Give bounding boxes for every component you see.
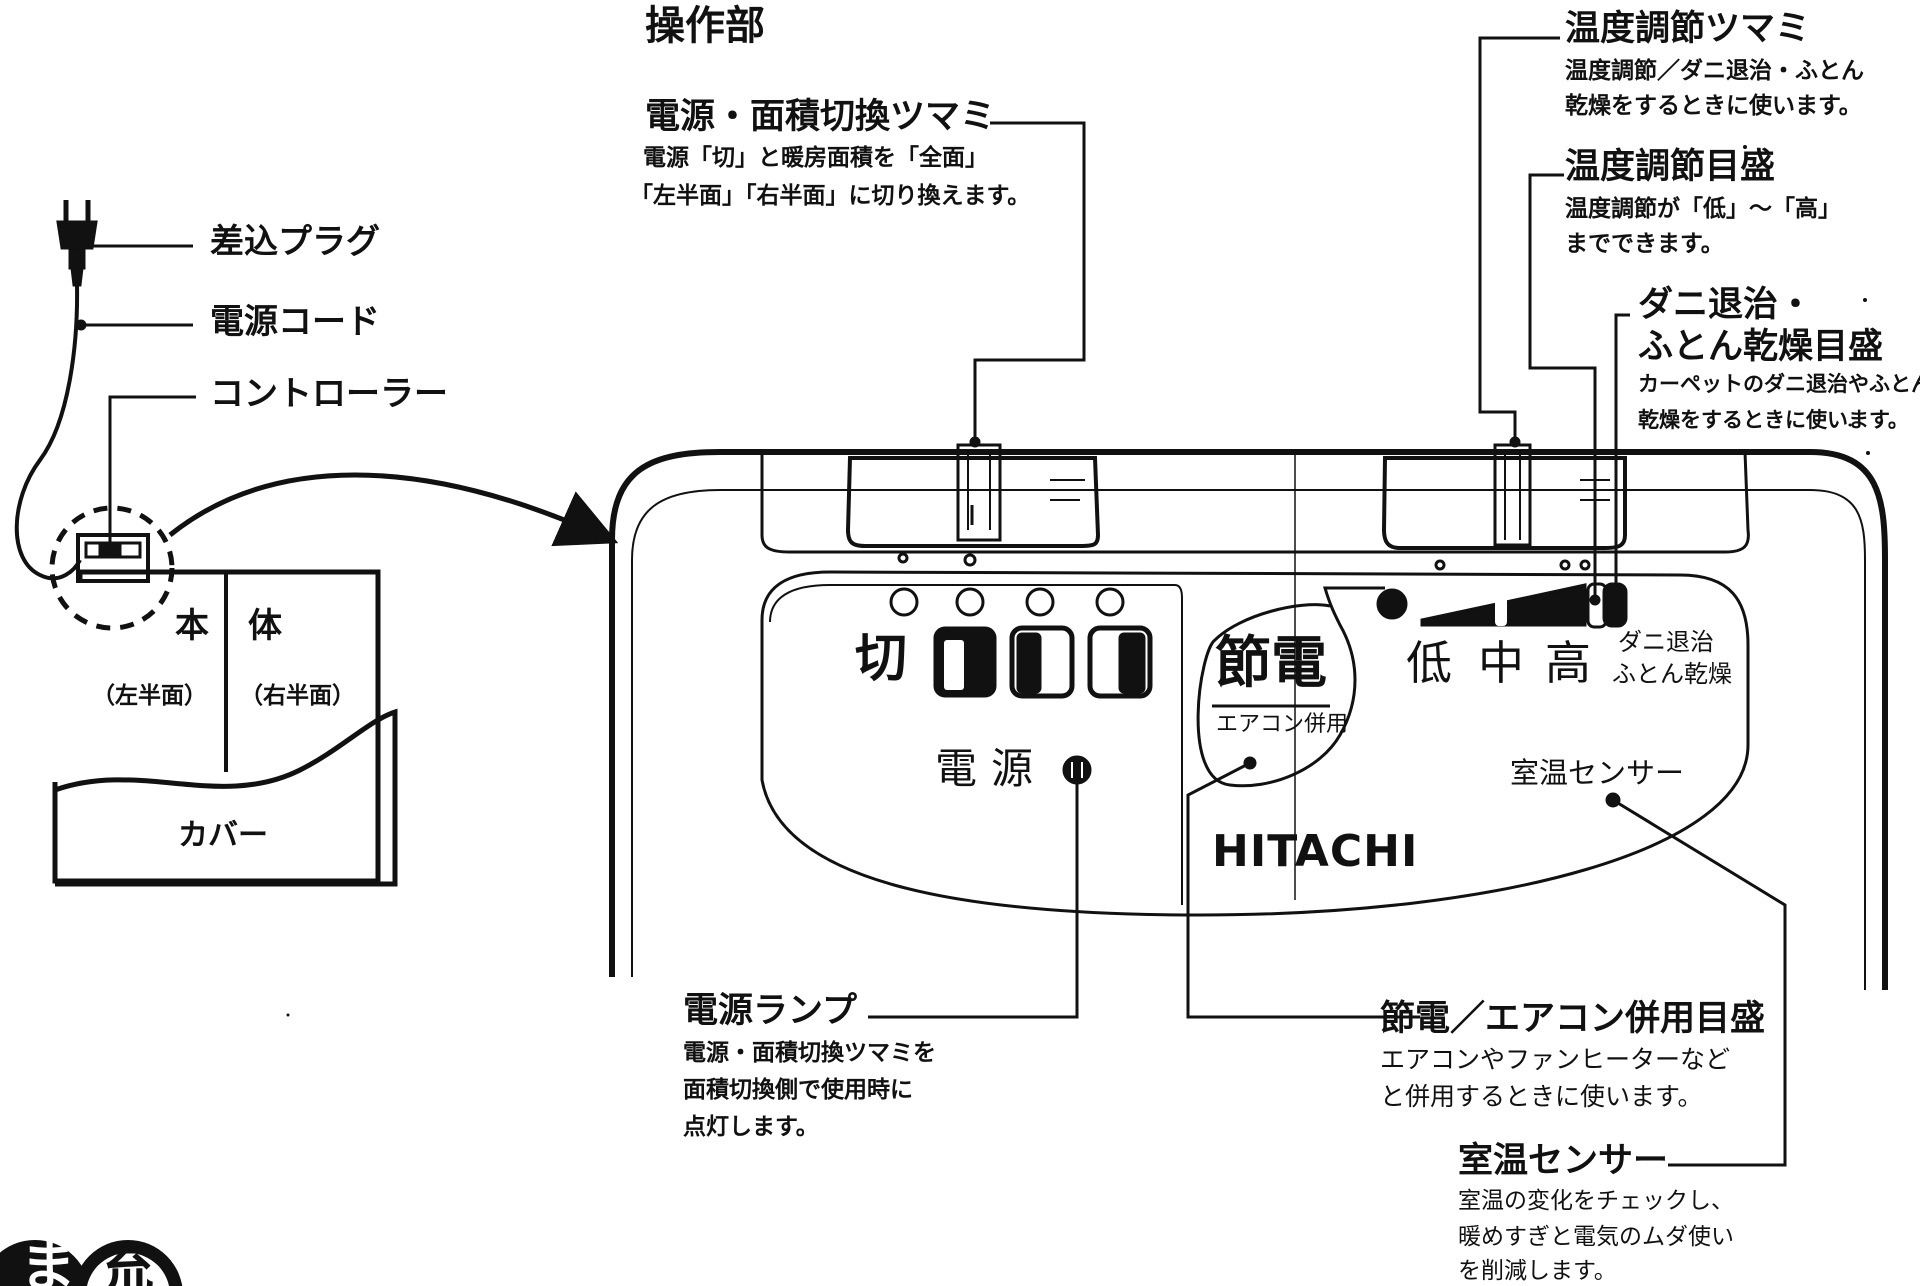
power-area-knob-title: 電源・面積切換ツマミ	[645, 97, 996, 137]
panel-eco-label: 節電	[1215, 631, 1327, 696]
panel-low-label: 低	[1406, 636, 1452, 690]
panel-mite-label-1: ダニ退治	[1618, 628, 1714, 656]
panel-housing	[609, 449, 1888, 990]
power-lamp-desc-3: 点灯します。	[683, 1114, 819, 1140]
temp-scale-desc-1: 温度調節が「低」～「高」	[1565, 196, 1841, 222]
plug-icon	[56, 200, 98, 287]
temp-knob-title: 温度調節ツマミ	[1565, 9, 1811, 49]
power-lamp-title: 電源ランプ	[683, 991, 857, 1031]
power-lamp-desc-2: 面積切換側で使用時に	[683, 1077, 913, 1103]
power-area-knob-desc-2: 「左半面」「右半面」に切り換えます。	[630, 183, 1031, 209]
svg-text:㐬: 㐬	[100, 1239, 156, 1286]
right-half-label: （右半面）	[240, 683, 355, 709]
mite-scale-title-1: ダニ退治・	[1638, 285, 1814, 325]
room-sensor-title: 室温センサー	[1458, 1141, 1669, 1181]
temp-scale-desc-2: までできます。	[1565, 231, 1724, 257]
eco-badge	[1196, 586, 1385, 788]
carpet-cover	[54, 708, 398, 887]
svg-text:ま: ま	[20, 1235, 76, 1286]
power-lamp-desc-1: 電源・面積切換ツマミを	[683, 1040, 936, 1066]
eco-scale-desc-2: と併用するときに使います。	[1380, 1082, 1703, 1111]
room-sensor-desc-1: 室温の変化をチェックし、	[1458, 1188, 1734, 1214]
panel-mite-label-2: ふとん乾燥	[1612, 660, 1732, 688]
power-cord	[14, 284, 82, 581]
brand-logo: HITACHI	[1212, 826, 1419, 877]
power-area-knob-desc-1: 電源「切」と暖房面積を「全面」	[643, 145, 988, 171]
left-half-label: （左半面）	[92, 683, 207, 709]
room-sensor-desc-3: を削減します。	[1458, 1258, 1617, 1284]
page-title: 操作部	[645, 3, 765, 49]
room-sensor-desc-2: 暖めすぎと電気のムダ使い	[1458, 1224, 1734, 1250]
eco-scale-title: 節電／エアコン併用目盛	[1380, 999, 1766, 1039]
body-label-1: 本	[175, 606, 209, 646]
body-label-2: 体	[248, 606, 282, 646]
panel-high-label: 高	[1545, 636, 1591, 690]
control-face	[760, 570, 1750, 917]
arrow-icon	[168, 472, 619, 547]
temp-knob-desc-2: 乾燥をするときに使います。	[1565, 93, 1862, 119]
eco-scale-desc-1: エアコンやファンヒーターなど	[1380, 1045, 1731, 1074]
panel-power-label: 電源	[935, 744, 1048, 793]
panel-off-label: 切	[855, 629, 908, 689]
mite-scale-title-2: ふとん乾燥目盛	[1638, 327, 1884, 367]
temp-scale-title: 温度調節目盛	[1565, 147, 1776, 187]
knob-icon	[845, 443, 1101, 548]
cover-label: カバー	[178, 818, 268, 853]
panel-mid-label: 中	[1478, 636, 1524, 690]
cord-label: 電源コード	[210, 302, 380, 342]
panel-eco-sub-label: エアコン併用	[1216, 712, 1349, 737]
temp-knob-desc-1: 温度調節／ダニ退治・ふとん	[1565, 58, 1864, 84]
panel-sensor-label: 室温センサー	[1510, 756, 1685, 790]
plug-label: 差込プラグ	[210, 222, 380, 262]
mite-scale-desc-2: 乾燥をするときに使います。	[1638, 408, 1909, 432]
mite-scale-desc-1: カーペットのダニ退治やふとん	[1638, 372, 1920, 396]
lamp-icon	[1062, 755, 1092, 785]
knob-icon	[1381, 443, 1627, 550]
controller-label: コントローラー	[210, 374, 448, 414]
